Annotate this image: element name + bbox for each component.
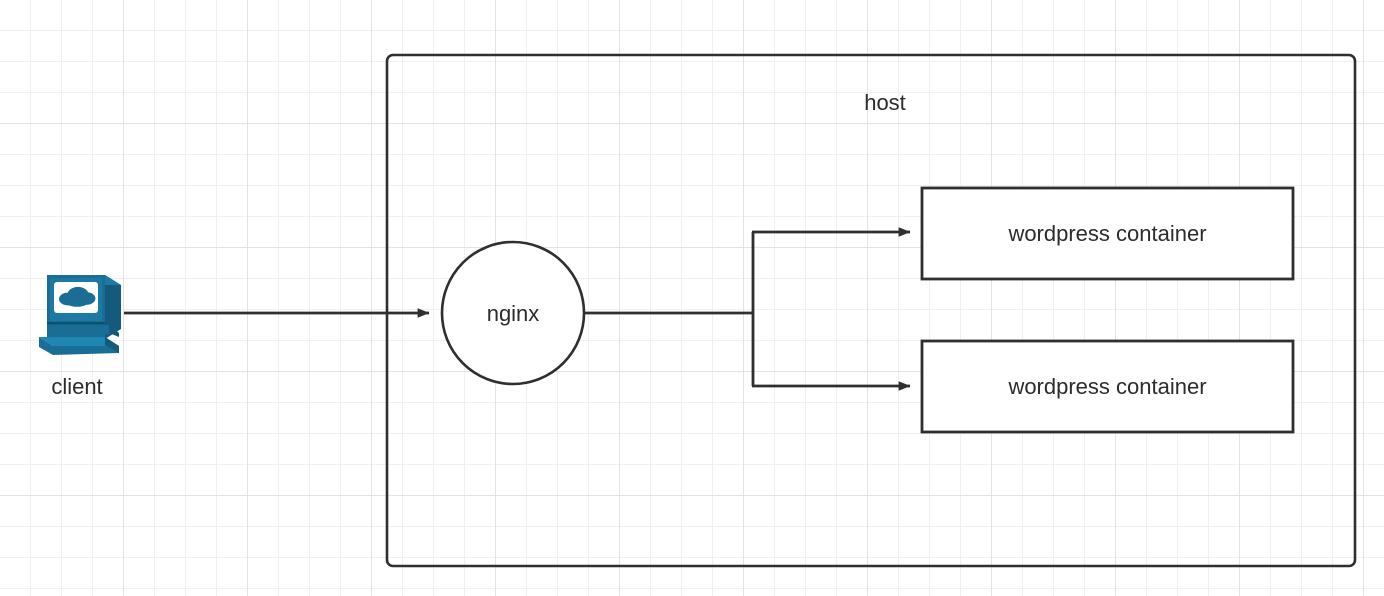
host-boundary[interactable] (385, 53, 1357, 568)
network-cloud-terminal-icon[interactable] (33, 267, 125, 359)
nginx-node-shape[interactable] (440, 240, 586, 386)
wordpress-container-2-shape[interactable] (920, 339, 1295, 434)
cloud-glyph (59, 286, 96, 307)
wordpress-container-1-shape[interactable] (920, 186, 1295, 281)
